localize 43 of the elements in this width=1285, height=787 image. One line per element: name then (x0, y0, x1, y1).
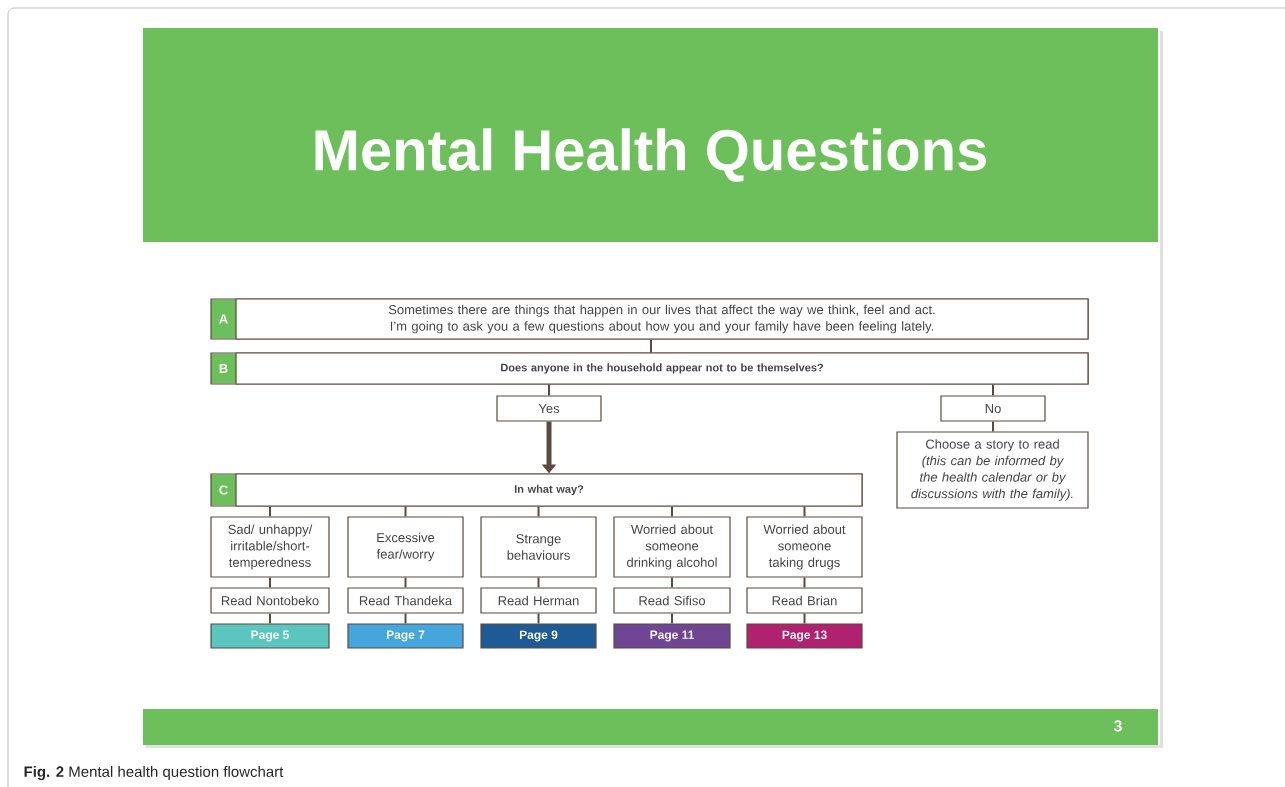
connector (992, 383, 994, 397)
category-box: Worried about someone taking drugs (746, 516, 863, 578)
step-box: A Sometimes there are things that happen in our lives that affect the way we think, feel and act. I’m going to ask you a few questions about how you and your family have been feeling lately. (210, 298, 1089, 340)
outcome-box: Choose a story to read (this can be informed by the health calendar or by discussions with the family). (896, 431, 1089, 509)
category-box: Strange behaviours (480, 516, 597, 578)
title-band: Mental Health Questions (143, 28, 1158, 242)
connector (650, 338, 652, 354)
page-box: Page 13 (746, 623, 863, 649)
page-box: Page 11 (613, 623, 731, 649)
step-box: C In what way? (210, 473, 863, 507)
connector (803, 505, 806, 518)
story-box: Read Herman (480, 587, 597, 614)
connector (537, 612, 540, 625)
connector (671, 505, 673, 518)
connector (269, 505, 271, 518)
connector (404, 505, 407, 518)
category-box: Excessive fear/worry (347, 516, 464, 578)
story-box: Read Nontobeko (210, 587, 330, 614)
answer-box: No (940, 395, 1046, 422)
caption: Fig. 2 Mental health question flowchart (24, 765, 284, 780)
category-box: Sad/ unhappy/ irritable/short-temperedness (210, 516, 330, 578)
story-box: Read Brian (746, 587, 863, 614)
answer-box: Yes (496, 395, 602, 422)
page-box: Page 9 (480, 623, 597, 649)
connector (269, 612, 271, 625)
connector (803, 612, 806, 625)
connector (404, 612, 407, 625)
page-box: Page 5 (210, 623, 330, 649)
category-box: Worried about someone drinking alcohol (613, 516, 731, 578)
story-box: Read Thandeka (347, 587, 464, 614)
connector (992, 420, 994, 433)
connector (671, 576, 673, 589)
connector (537, 505, 540, 518)
connector (269, 576, 271, 589)
story-box: Read Sifiso (613, 587, 731, 614)
page-number: 3 (1113, 720, 1122, 732)
connector (671, 612, 673, 625)
page-box: Page 7 (347, 623, 464, 649)
step-box: B Does anyone in the household appear not to be themselves? (210, 352, 1089, 385)
connector (537, 576, 540, 589)
connector (404, 576, 407, 589)
connector (548, 383, 550, 397)
connector (803, 576, 806, 589)
